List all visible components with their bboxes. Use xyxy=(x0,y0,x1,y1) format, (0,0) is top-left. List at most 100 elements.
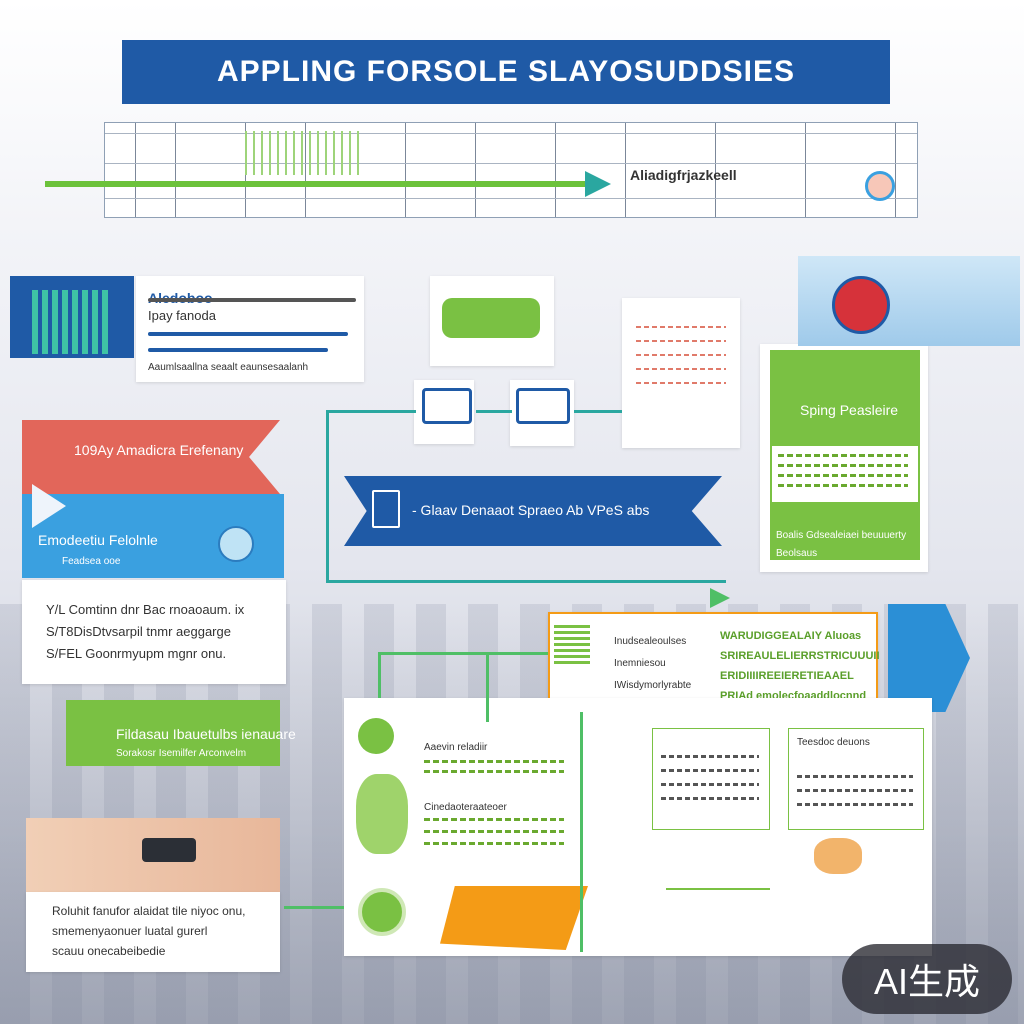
arrow-right-icon xyxy=(710,588,730,608)
green-box-left: Fildasau Ibauetulbs ienauare Sorakosr Is… xyxy=(66,700,296,766)
table-row xyxy=(797,775,913,778)
table-row xyxy=(778,484,908,487)
table-row xyxy=(661,783,759,786)
green-card-table xyxy=(772,446,918,502)
ribbon-blue-center: - Glaav Denaaot Spraeo Ab VPeS abs xyxy=(344,476,722,546)
panel-item: IWisdymorlyrabte xyxy=(614,680,692,691)
panel-item: Inudsealeoulses xyxy=(614,636,687,647)
ribbon-red: 109Ay Amadicra Erefenany xyxy=(22,420,280,494)
connector xyxy=(574,410,622,413)
step-circle-icon xyxy=(358,718,394,754)
text-row xyxy=(424,760,564,763)
timeline-panel: Aliadigfrjazkeell xyxy=(45,122,918,218)
chart-icon xyxy=(554,624,590,664)
table-row xyxy=(661,797,759,800)
timeline-progress-bar xyxy=(45,181,605,187)
data-table-left xyxy=(652,728,770,830)
table-row xyxy=(661,755,759,758)
info-card-top-left: Aledoboo Ipay fanoda Aaumlsaallna seaalt… xyxy=(136,276,364,382)
grid-line xyxy=(175,123,176,217)
ribbon-blue-text: Emodeetiu Felolnle xyxy=(38,532,158,548)
process-panel: Aaevin reladiir Cinedaoteraateoer Teesdo… xyxy=(344,698,932,956)
step-circle-icon xyxy=(358,888,406,936)
list-item: Y/L Comtinn dnr Bac rnoaoaum. ix xyxy=(46,602,245,617)
doc-row xyxy=(636,368,726,370)
connector xyxy=(284,906,344,909)
bridge-image xyxy=(798,256,1020,346)
text-row xyxy=(424,770,564,773)
text-row xyxy=(424,842,564,845)
bar-line xyxy=(148,348,328,352)
text-card-bottom-left: Roluhit fanufor alaidat tile niyoc onu, … xyxy=(26,892,280,972)
connector xyxy=(486,652,489,722)
grid-line xyxy=(715,123,716,217)
doc-row xyxy=(636,326,726,328)
green-box-line2: Sorakosr Isemilfer Arconvelm xyxy=(116,748,247,759)
ribbon-blue-sub: Feadsea ooe xyxy=(62,556,121,567)
divider xyxy=(148,298,356,302)
grid-line xyxy=(805,123,806,217)
title-banner: APPLING FORSOLE SLAYOSUDDSIES xyxy=(122,40,890,104)
doc-row xyxy=(636,340,726,342)
ribbon-center-text: - Glaav Denaaot Spraeo Ab VPeS abs xyxy=(412,502,650,518)
robot-hand-icon xyxy=(356,774,408,854)
timeline-shade xyxy=(245,131,365,175)
timeline-label: Aliadigfrjazkeell xyxy=(630,167,737,183)
grid-line xyxy=(475,123,476,217)
connector xyxy=(326,580,726,583)
text-row xyxy=(424,830,564,833)
table-row xyxy=(797,803,913,806)
card-foot: Aaumlsaallna seaalt eaunsesaalanh xyxy=(148,362,309,373)
green-card-foot2: Beolsaus xyxy=(776,548,818,559)
list-item: S/T8DisDtvsarpil tnmr aeggarge xyxy=(46,624,231,639)
globe-icon xyxy=(218,526,254,562)
skyline-graphic xyxy=(32,290,112,354)
face-icon xyxy=(814,838,862,874)
bottom-left-line2: smemenyaonuer luatal gurerl xyxy=(52,924,208,938)
ai-generated-badge: AI生成 xyxy=(842,944,1012,1014)
doc-row xyxy=(636,382,726,384)
machine-icon xyxy=(422,388,472,424)
grid-line xyxy=(405,123,406,217)
skyline-image xyxy=(10,276,134,358)
heart-icon xyxy=(832,276,890,334)
orange-shape xyxy=(440,886,588,950)
device-panel xyxy=(26,818,280,892)
book-card xyxy=(430,276,554,366)
green-card-heading: Sping Peasleire xyxy=(800,402,899,418)
connector xyxy=(326,410,329,580)
target-icon xyxy=(865,171,895,201)
watermark-text: AI生成 xyxy=(873,961,980,1002)
arrow-right-icon xyxy=(585,171,611,197)
panel-bold-line: SRIREAULELIERRSTRICUUUII xyxy=(720,650,880,662)
green-card-right: Sping Peasleire Boalis Gdsealeiaei beuuu… xyxy=(760,344,928,572)
connector xyxy=(476,410,512,413)
card-sub: Ipay fanoda xyxy=(148,308,216,323)
grid-line xyxy=(135,123,136,217)
document-card xyxy=(622,298,740,448)
grid-line xyxy=(105,133,917,134)
grid-line xyxy=(895,123,896,217)
panel-bold-line: WARUDIGGEALAIY Aluoas xyxy=(720,630,862,642)
connector xyxy=(580,712,583,952)
bottom-left-line1: Roluhit fanufor alaidat tile niyoc onu, xyxy=(52,904,246,918)
list-item: S/FEL Goonrmyupm mgnr onu. xyxy=(46,646,227,661)
green-card-foot: Boalis Gdsealeiaei beuuuerty xyxy=(776,530,907,541)
panel-item: Inemniesou xyxy=(614,658,666,669)
grid-line xyxy=(105,198,917,199)
connector xyxy=(326,410,416,413)
table-heading: Teesdoc deuons xyxy=(797,737,870,748)
ribbon-notch xyxy=(32,484,66,528)
connector xyxy=(378,652,381,698)
machine-card-2 xyxy=(510,380,574,446)
mini-chart xyxy=(666,848,770,890)
ribbon-blue: Emodeetiu Felolnle Feadsea ooe xyxy=(22,484,284,578)
green-box-line1: Fildasau Ibauetulbs ienauare xyxy=(116,726,296,742)
grid-line xyxy=(625,123,626,217)
document-icon xyxy=(372,490,400,528)
list-card-left: Y/L Comtinn dnr Bac rnoaoaum. ix S/T8Dis… xyxy=(22,580,286,684)
ribbon-red-text: 109Ay Amadicra Erefenany xyxy=(74,442,244,458)
data-table-right: Teesdoc deuons xyxy=(788,728,924,830)
table-row xyxy=(797,789,913,792)
table-row xyxy=(778,464,908,467)
